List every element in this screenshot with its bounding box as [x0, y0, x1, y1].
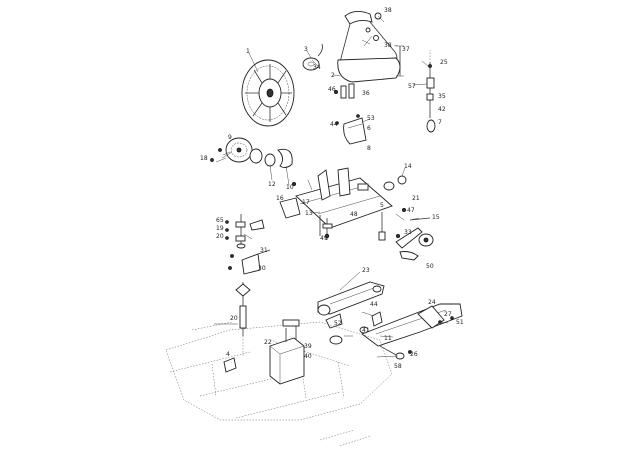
callout-20: 20: [230, 315, 238, 322]
long-arm: [317, 281, 385, 316]
small-block-4: [223, 357, 237, 373]
large-wheel: [241, 59, 295, 127]
callout-44: 44: [370, 301, 378, 308]
callout-58: 58: [394, 363, 402, 370]
callout-10: 10: [286, 184, 294, 191]
callout-37: 37: [402, 46, 410, 53]
left-small-parts: [225, 214, 265, 249]
right-lever: [395, 207, 434, 261]
callout-30: 30: [258, 265, 266, 272]
callout-25: 25: [440, 59, 448, 66]
clamp-44: [335, 114, 367, 145]
callout-19: 19: [216, 225, 224, 232]
callout-16: 16: [276, 195, 284, 202]
callout-12: 12: [268, 181, 276, 188]
vertical-post: [235, 282, 251, 356]
bracket-31: [228, 249, 271, 275]
callout-49: 49: [320, 235, 328, 242]
bracket-46: [333, 83, 355, 99]
callout-34: 34: [313, 64, 321, 71]
callout-5: 5: [380, 202, 384, 209]
sprocket-cluster: [210, 137, 293, 169]
link-24: [417, 305, 454, 329]
upper-arm-assembly: [337, 11, 404, 83]
callout-53: 53: [367, 115, 375, 122]
callout-46: 46: [328, 86, 336, 93]
callout-36: 36: [362, 90, 370, 97]
callout-18: 18: [200, 155, 208, 162]
callout-22: 22: [264, 339, 272, 346]
callout-11: 11: [384, 335, 392, 342]
callout-20: 20: [216, 233, 224, 240]
callout-39: 39: [304, 343, 312, 350]
callout-50: 50: [426, 263, 434, 270]
callout-15: 15: [432, 214, 440, 221]
housing-22: [269, 319, 305, 385]
callout-3: 3: [304, 46, 308, 53]
callout-23: 23: [362, 267, 370, 274]
callout-51: 51: [456, 319, 464, 326]
leader-lines: [214, 15, 449, 358]
callout-26: 26: [410, 351, 418, 358]
right-rod-assembly: [426, 50, 436, 133]
callout-33: 33: [404, 229, 412, 236]
callout-40: 40: [304, 353, 312, 360]
callout-47: 47: [407, 207, 415, 214]
callout-31: 31: [260, 247, 268, 254]
callout-48: 48: [350, 211, 358, 218]
callout-24: 24: [428, 299, 436, 306]
callout-21: 21: [412, 195, 420, 202]
callout-38: 38: [384, 42, 392, 49]
callout-57: 57: [408, 83, 416, 90]
base-frame: [165, 321, 393, 447]
central-frame: [279, 167, 407, 241]
callout-labels: 1 38 3 38 37 34 2 25 57 46 36 35 42 7 44…: [200, 7, 464, 370]
callout-65: 65: [216, 217, 224, 224]
callout-38: 38: [384, 7, 392, 14]
callout-41: 41: [362, 327, 370, 334]
callout-2: 2: [331, 72, 335, 79]
callout-13: 13: [305, 210, 313, 217]
callout-14: 14: [404, 163, 412, 170]
callout-7: 7: [438, 119, 442, 126]
callout-52: 52: [334, 320, 342, 327]
callout-17: 17: [302, 199, 310, 206]
callout-8: 8: [367, 145, 371, 152]
callout-4: 4: [226, 351, 230, 358]
callout-42: 42: [438, 106, 446, 113]
callout-6: 6: [367, 125, 371, 132]
callout-35: 35: [438, 93, 446, 100]
callout-44: 44: [330, 121, 338, 128]
callout-1: 1: [246, 48, 250, 55]
callout-9: 9: [228, 134, 232, 141]
callout-27: 27: [444, 311, 452, 318]
small-parts-52: [325, 313, 343, 345]
